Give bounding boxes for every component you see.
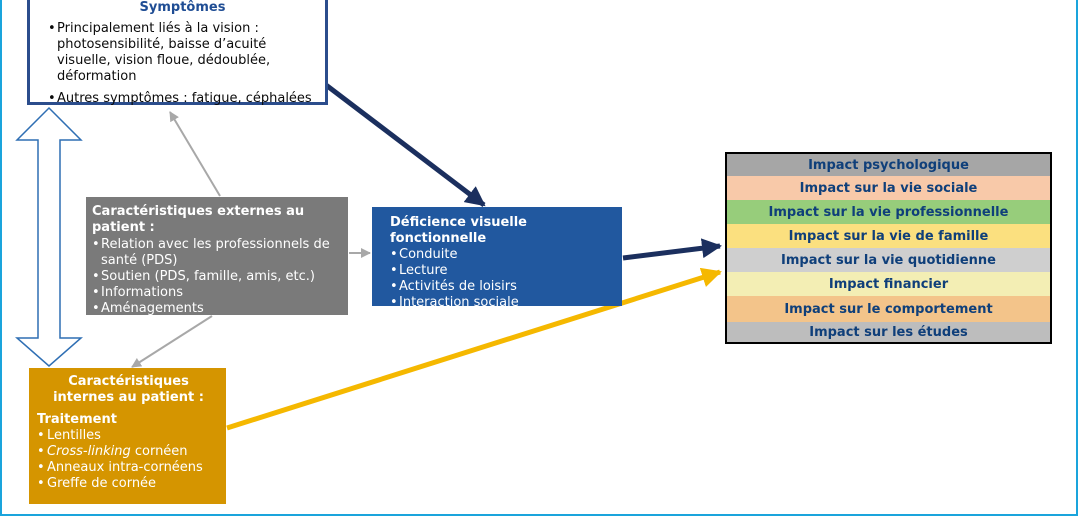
arrow-external-to-symptoms bbox=[169, 111, 221, 197]
impact-row: Impact sur la vie quotidienne bbox=[727, 248, 1050, 272]
arrow-internal-to-impacts bbox=[226, 267, 722, 431]
arrow-external-to-internal bbox=[131, 315, 213, 368]
treatment-item: Cross-linking cornéen bbox=[37, 444, 220, 460]
impact-row: Impact sur la vie sociale bbox=[727, 176, 1050, 200]
treatment-list: Lentilles Cross-linking cornéen Anneaux … bbox=[37, 428, 220, 492]
external-characteristics-box: Caractéristiques externes au patient : R… bbox=[86, 197, 348, 317]
treatment-item-emphasis: Cross-linking bbox=[47, 444, 131, 459]
treatment-item: Anneaux intra-cornéens bbox=[37, 460, 220, 476]
symptom-item: Autres symptômes : fatigue, céphalées bbox=[48, 91, 317, 107]
impacts-table: Impact psychologique Impact sur la vie s… bbox=[725, 152, 1052, 344]
external-item: Relation avec les professionnels de sant… bbox=[92, 237, 340, 269]
deficiency-list: Conduite Lecture Activités de loisirs In… bbox=[390, 247, 614, 311]
impact-row: Impact sur les études bbox=[727, 322, 1050, 342]
arrow-symptoms-to-deficiency bbox=[324, 83, 486, 207]
arrow-deficiency-to-impacts bbox=[622, 238, 722, 261]
impact-row: Impact sur la vie professionnelle bbox=[727, 200, 1050, 224]
impact-row: Impact financier bbox=[727, 272, 1050, 296]
impact-row: Impact sur la vie de famille bbox=[727, 224, 1050, 248]
symptoms-list: Principalement liés à la vision : photos… bbox=[48, 21, 317, 107]
external-item: Soutien (PDS, famille, amis, etc.) bbox=[92, 269, 340, 285]
treatment-item: Greffe de cornée bbox=[37, 476, 220, 492]
deficiency-item: Conduite bbox=[390, 247, 614, 263]
treatment-item-rest: cornéen bbox=[130, 444, 188, 459]
internal-characteristics-box: Caractéristiques internes au patient : T… bbox=[29, 368, 226, 504]
deficiency-item: Lecture bbox=[390, 263, 614, 279]
symptom-item: Principalement liés à la vision : photos… bbox=[48, 21, 317, 85]
external-list: Relation avec les professionnels de sant… bbox=[92, 237, 340, 317]
visual-deficiency-box: Déficience visuelle fonctionnelle Condui… bbox=[372, 207, 622, 311]
bidirectional-arrow bbox=[15, 106, 83, 367]
external-title: Caractéristiques externes au patient : bbox=[92, 204, 305, 235]
symptoms-title: Symptômes bbox=[139, 0, 226, 15]
impact-row: Impact sur le comportement bbox=[727, 296, 1050, 322]
deficiency-title: Déficience visuelle fonctionnelle bbox=[390, 215, 527, 246]
external-item: Informations bbox=[92, 285, 340, 301]
deficiency-item: Activités de loisirs bbox=[390, 279, 614, 295]
impact-row: Impact psychologique bbox=[727, 154, 1050, 176]
treatment-subtitle: Traitement bbox=[37, 412, 117, 427]
internal-title: Caractéristiques internes au patient : bbox=[53, 374, 204, 405]
external-item: Aménagements bbox=[92, 301, 340, 317]
deficiency-item: Interaction sociale bbox=[390, 295, 614, 311]
treatment-item: Lentilles bbox=[37, 428, 220, 444]
symptoms-box: Symptômes Principalement liés à la visio… bbox=[27, 0, 328, 107]
